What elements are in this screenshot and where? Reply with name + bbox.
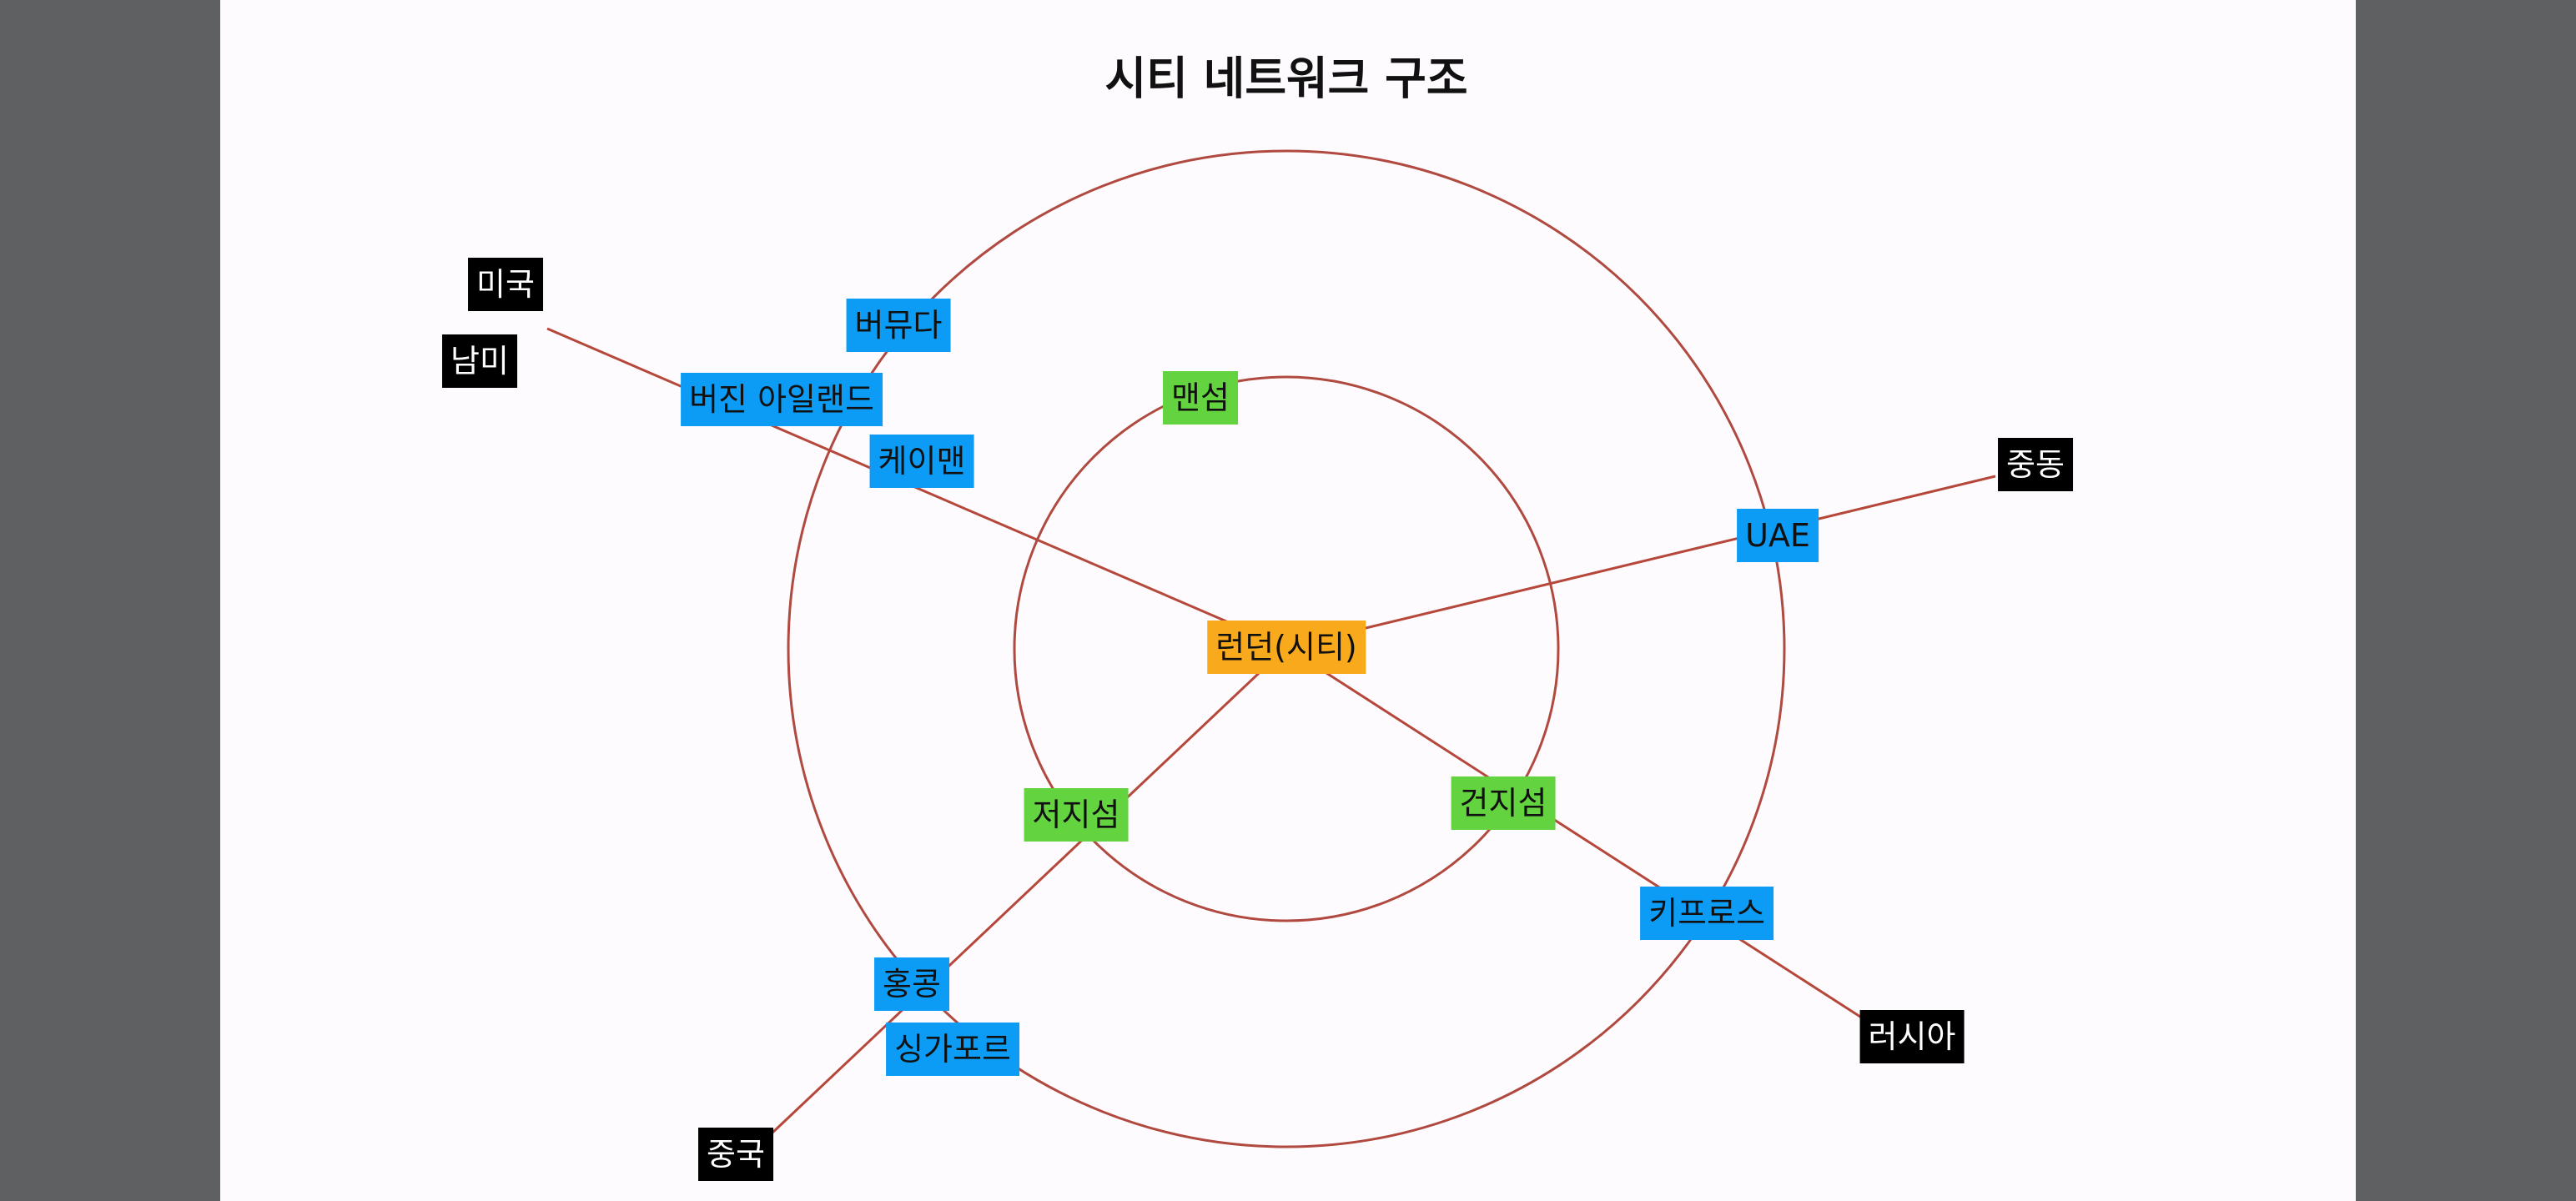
node-guernsey: 건지섬 [1451, 776, 1556, 830]
node-cyprus: 키프로스 [1640, 887, 1774, 940]
diagram-title: 시티 네트워크 구조 [1104, 52, 1468, 105]
left-margin [0, 0, 220, 1201]
edge-london-middle-east [1285, 475, 1996, 649]
right-margin [2356, 0, 2576, 1201]
node-usa: 미국 [468, 258, 543, 311]
inner-ring [1013, 375, 1560, 922]
node-jersey: 저지섬 [1024, 788, 1129, 842]
node-london-city: 런던(시티) [1207, 621, 1366, 674]
diagram-canvas [220, 0, 2356, 1201]
node-south-america: 남미 [442, 334, 517, 388]
outer-ring [787, 149, 1786, 1148]
node-middle-east: 중동 [1998, 438, 2073, 491]
edge-london-russia [1285, 646, 1864, 1020]
edge-london-china [770, 646, 1288, 1135]
node-singapore: 싱가포르 [886, 1023, 1019, 1076]
node-russia: 러시아 [1859, 1010, 1965, 1063]
node-china: 중국 [698, 1128, 773, 1181]
node-bermuda: 버뮤다 [846, 299, 951, 352]
node-virgin-islands: 버진 아일랜드 [681, 373, 883, 426]
edge-london-south-america [546, 327, 1287, 649]
node-isle-of-man: 맨섬 [1163, 371, 1238, 425]
node-cayman: 케이맨 [869, 435, 974, 488]
node-uae: UAE [1737, 509, 1819, 562]
node-hong-kong: 홍콩 [874, 957, 949, 1011]
